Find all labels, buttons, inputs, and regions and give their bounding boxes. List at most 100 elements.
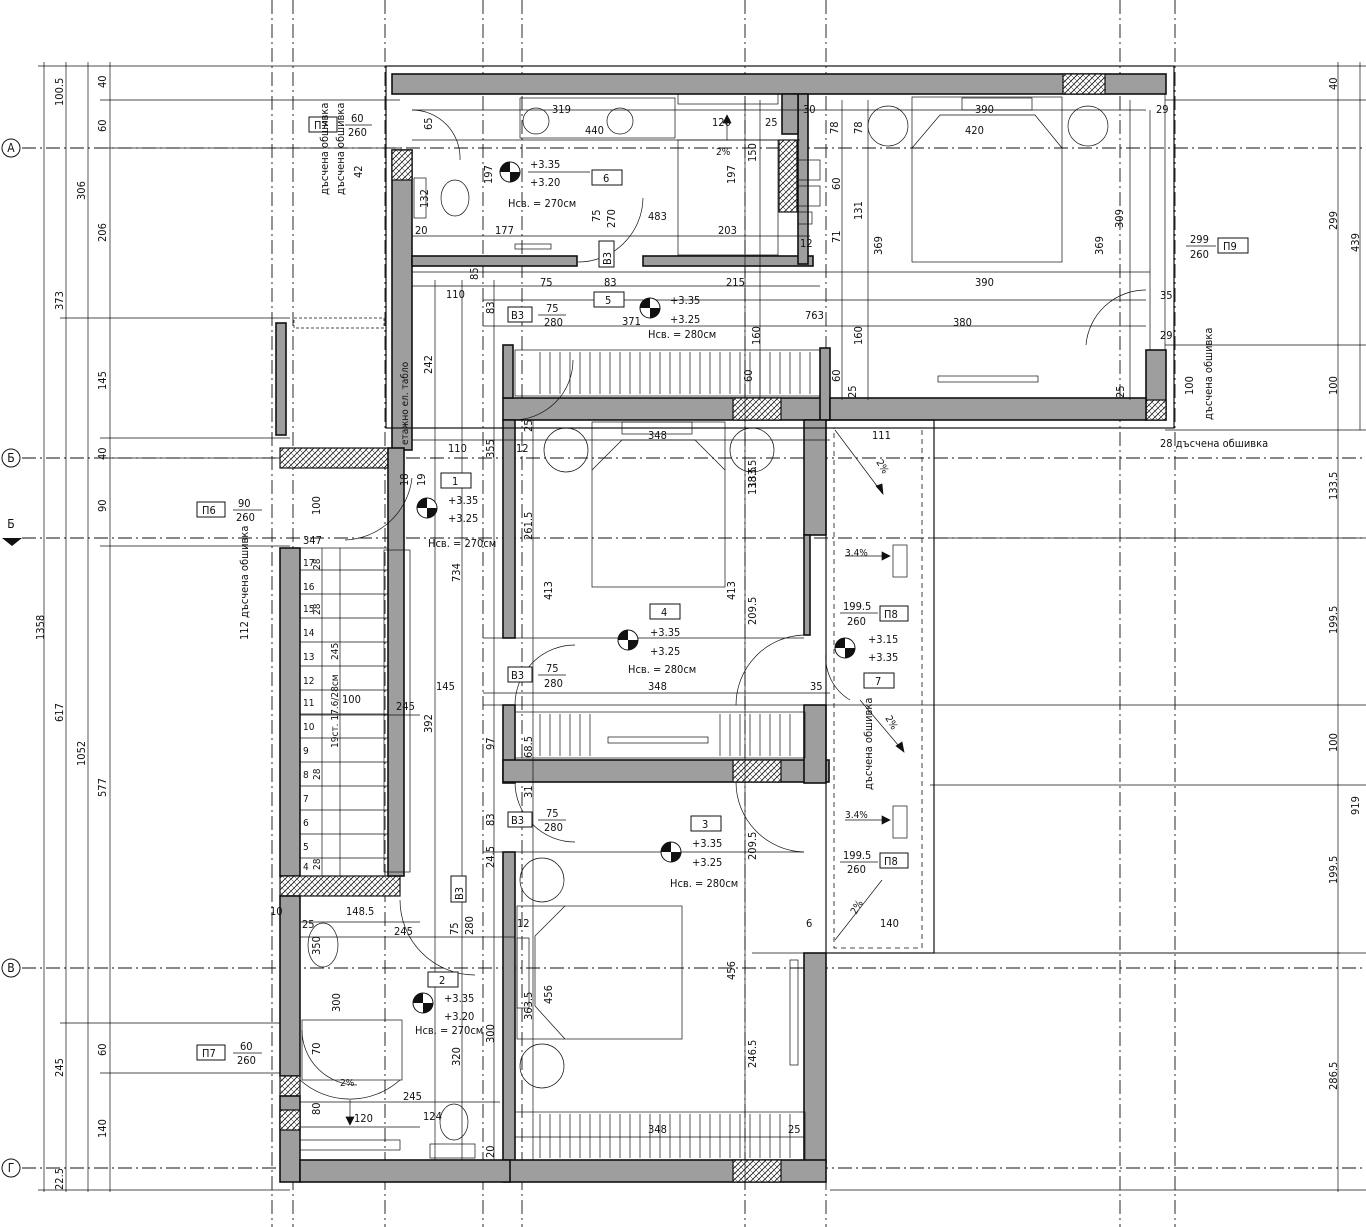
dimension-label: +3.35 — [650, 626, 680, 639]
dimension-label: 17 — [303, 558, 314, 569]
dimension-label: 3 — [702, 818, 708, 831]
dimension-label: 24.5 — [484, 846, 497, 868]
dimension-label: 260 — [236, 511, 255, 524]
grid-axes — [22, 0, 1366, 1227]
dimension-label: 203 — [718, 224, 737, 237]
dimension-label: 245 — [330, 643, 341, 660]
dimension-label: 413 — [542, 581, 555, 600]
slope-arrows — [345, 114, 905, 1126]
dimension-label: 260 — [237, 1054, 256, 1067]
opening-p6: П6 90 260 — [196, 497, 262, 524]
dimension-label: 100 — [1327, 733, 1340, 752]
dimension-label: 6 — [806, 917, 812, 930]
dimension-label: 71 — [830, 230, 843, 243]
axis-label-a: А — [7, 141, 15, 155]
dimension-label: 2 — [439, 974, 445, 987]
dimension-label: 483 — [648, 210, 667, 223]
dimension-label: 140 — [96, 1119, 109, 1138]
dimension-label: +3.35 — [692, 837, 722, 850]
notes: дъсчена обшивка дъсчена обшивка дъсчена … — [238, 103, 1268, 1089]
dimension-label: 2% — [716, 147, 731, 158]
dimension-label: 260 — [1190, 248, 1209, 261]
dimension-label: 85 — [468, 267, 481, 280]
dimension-label: 29 — [1160, 329, 1173, 342]
dimension-label: 133.5 — [746, 460, 759, 488]
dimension-label: 60 — [830, 177, 843, 190]
dimension-label: 280 — [463, 916, 476, 935]
dimension-label: 369 — [1093, 236, 1106, 255]
dimension-label: 197 — [482, 165, 495, 184]
dimension-label: 75 — [590, 209, 603, 222]
dimension-label: 390 — [975, 103, 994, 116]
dimension-label: 12 — [303, 676, 314, 687]
axis-label-g: Г — [8, 1161, 15, 1175]
dimension-label: В3 — [453, 887, 466, 900]
dimension-label: В3 — [511, 309, 524, 322]
dimension-label: +3.25 — [448, 512, 478, 525]
opening-p7-bottom: П7 60 260 — [196, 1040, 262, 1067]
dimension-label: Нсв. = 270см — [415, 1024, 483, 1037]
dimension-label: 60 — [96, 1043, 109, 1056]
axis-label-b2: Б — [7, 517, 14, 531]
dimension-label: Нсв. = 280см — [670, 877, 738, 890]
dimension-label: 246.5 — [746, 1040, 759, 1068]
dimension-label: 148.5 — [346, 905, 374, 918]
opening-p7-top: П7 60 260 — [308, 112, 372, 139]
dimension-label: П7 — [202, 1047, 216, 1060]
dimension-label: П7 — [314, 119, 328, 132]
room-5-label: +3.35 +3.25 5 Нсв. = 280см — [593, 291, 716, 341]
dimension-label: 245 — [396, 700, 415, 713]
dimension-label: 138.5 — [746, 467, 759, 495]
dimension-label: 261.5 — [522, 512, 535, 540]
dimension-label: 177 — [495, 224, 514, 237]
opening-v3-bath2: В3 75 280 — [448, 875, 476, 935]
dimension-label: 145 — [436, 680, 455, 693]
dimension-label: 60 — [96, 119, 109, 132]
dimension-label: 456 — [542, 985, 555, 1004]
dimension-label: 14 — [303, 628, 315, 639]
dimension-label: 78 — [852, 121, 865, 134]
dimension-label: дъсчена обшивка — [1202, 328, 1215, 420]
room-labels: +3.35 +3.20 6 Нсв. = 270см +3.35 +3.25 5… — [412, 158, 898, 1037]
dimension-label: 245 — [403, 1090, 422, 1103]
dimension-label: 245 — [394, 925, 413, 938]
dimension-label: 320 — [450, 1047, 463, 1066]
dimension-label: В3 — [511, 669, 524, 682]
dimension-label: 390 — [975, 276, 994, 289]
dimension-label: 3.4% — [845, 548, 868, 559]
dimension-label: 280 — [544, 821, 563, 834]
dimension-label: дъсчена обшивка — [318, 103, 331, 195]
dimension-label: П6 — [202, 504, 216, 517]
dimension-label: 2% — [849, 898, 866, 916]
dimension-label: +3.15 — [868, 633, 898, 646]
dimension-label: 80 — [310, 1102, 323, 1115]
dimension-label: 100 — [1183, 376, 1196, 395]
dimension-label: 28 дъсчена обшивка — [1160, 437, 1268, 450]
dimension-label: 15 — [303, 604, 314, 615]
dimension-label: 197 — [725, 165, 738, 184]
dimension-label: +3.35 — [448, 494, 478, 507]
interior-dimension-lines — [300, 100, 1340, 1190]
dimension-label: 19 — [415, 473, 428, 486]
dimension-label: 734 — [450, 563, 463, 582]
dimension-label: 75 — [546, 807, 559, 820]
opening-v3-bath6: В3 — [598, 240, 615, 268]
dimension-label: 199.5 — [1327, 606, 1340, 634]
dimension-label: 145 — [96, 371, 109, 390]
room-3-label: 3 +3.35 +3.25 Нсв. = 280см — [660, 815, 738, 890]
dimension-label: 100.5 — [53, 78, 66, 106]
dimension-label: 60 — [351, 112, 364, 125]
dimension-label: 369 — [872, 236, 885, 255]
dimension-label: +3.25 — [692, 856, 722, 869]
dimension-label: 100 — [1327, 376, 1340, 395]
dimension-label: +3.35 — [670, 294, 700, 307]
dimension-label: 28 — [312, 558, 323, 570]
dimension-label: 300 — [330, 993, 343, 1012]
dimension-label: 83 — [484, 301, 497, 314]
dimension-label: 260 — [348, 126, 367, 139]
dimension-label: етажно ел. табло — [399, 361, 411, 445]
dimension-label: 25 — [522, 419, 535, 432]
dimension-label: 25 — [846, 385, 859, 398]
dimension-label: 919 — [1349, 796, 1362, 815]
